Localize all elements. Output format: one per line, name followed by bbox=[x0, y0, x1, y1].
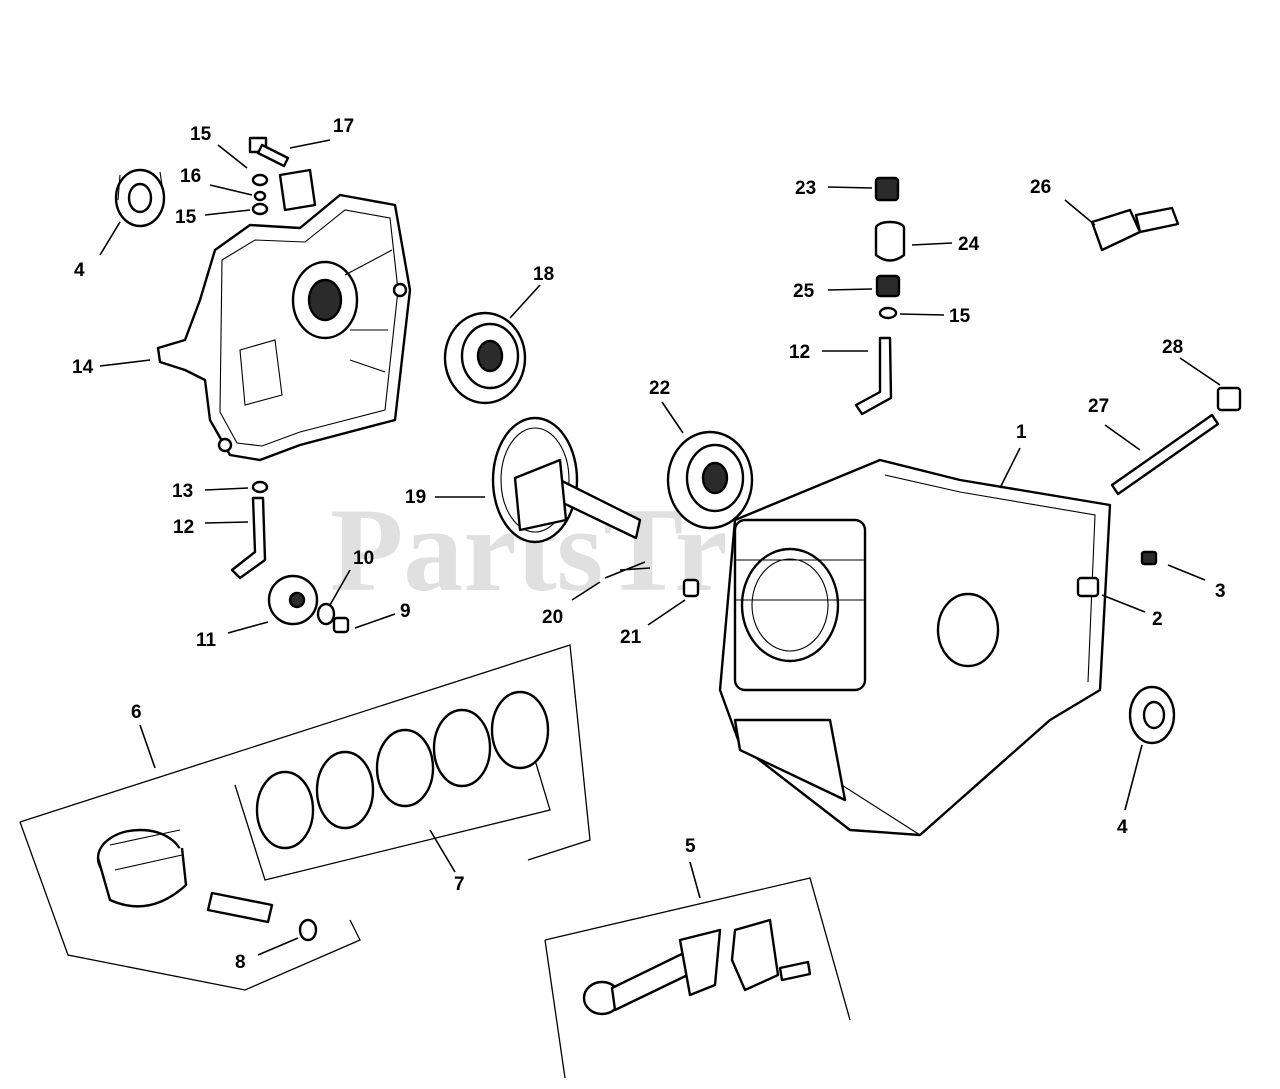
part-18-ball-bearing[interactable] bbox=[443, 311, 527, 405]
callout-12-left: 12 bbox=[173, 517, 194, 538]
part-16-o-ring[interactable] bbox=[253, 190, 267, 202]
callout-23: 23 bbox=[795, 178, 816, 199]
part-20-spring[interactable] bbox=[604, 561, 651, 579]
part-15-washer-upper[interactable] bbox=[251, 173, 269, 187]
callout-4-left: 4 bbox=[74, 260, 85, 281]
callout-11: 11 bbox=[196, 630, 217, 651]
part-8-clip[interactable] bbox=[298, 918, 318, 942]
part-12-governor-shaft-right[interactable] bbox=[854, 336, 893, 416]
callout-5: 5 bbox=[685, 836, 696, 857]
callout-27: 27 bbox=[1088, 396, 1109, 417]
part-23-bushing[interactable] bbox=[874, 176, 900, 202]
leader-lines bbox=[99, 139, 1221, 956]
part-12-governor-shaft-left[interactable] bbox=[230, 496, 267, 580]
callout-10: 10 bbox=[353, 548, 374, 569]
connecting-rod-group bbox=[544, 877, 851, 1079]
callout-7: 7 bbox=[454, 874, 465, 895]
part-15-washer-lower[interactable] bbox=[251, 202, 269, 216]
callout-15-top: 15 bbox=[190, 124, 212, 145]
callout-13: 13 bbox=[172, 481, 193, 502]
part-4-oil-seal-left[interactable] bbox=[114, 168, 166, 228]
part-11-governor-gear[interactable] bbox=[267, 574, 319, 626]
part-6-wrist-pin[interactable] bbox=[206, 891, 274, 924]
part-28-nut[interactable] bbox=[1216, 386, 1242, 412]
part-3-nut[interactable] bbox=[1140, 550, 1158, 566]
callout-28: 28 bbox=[1162, 337, 1183, 358]
callout-labels: 4 15 17 16 15 14 18 13 12 19 10 9 11 20 … bbox=[72, 116, 1226, 973]
callout-15-mid: 15 bbox=[175, 207, 197, 228]
callout-3: 3 bbox=[1215, 581, 1226, 602]
part-26-breather-fitting[interactable] bbox=[1090, 206, 1180, 252]
part-5-rod-cap[interactable] bbox=[730, 918, 780, 992]
callout-1: 1 bbox=[1016, 422, 1027, 443]
part-25-bushing[interactable] bbox=[875, 274, 901, 298]
callout-6: 6 bbox=[131, 702, 142, 723]
callout-20: 20 bbox=[542, 607, 563, 628]
part-27-stud[interactable] bbox=[1110, 413, 1220, 496]
callout-24: 24 bbox=[958, 234, 980, 255]
callout-19: 19 bbox=[405, 487, 426, 508]
callout-4-right: 4 bbox=[1117, 817, 1128, 838]
callout-22: 22 bbox=[649, 378, 670, 399]
part-1-crankcase[interactable] bbox=[718, 458, 1112, 837]
part-4-oil-seal-right[interactable] bbox=[1128, 685, 1176, 745]
callout-14: 14 bbox=[72, 357, 94, 378]
part-24-sleeve[interactable] bbox=[874, 220, 906, 262]
part-22-ball-bearing[interactable] bbox=[666, 430, 754, 530]
callout-8: 8 bbox=[235, 952, 246, 973]
callout-9: 9 bbox=[400, 601, 411, 622]
part-2-plug[interactable] bbox=[1076, 576, 1100, 598]
callout-15-right: 15 bbox=[949, 306, 971, 327]
piston-assembly-group bbox=[19, 644, 591, 991]
part-7-piston-rings[interactable] bbox=[255, 690, 550, 850]
callout-12-right: 12 bbox=[789, 342, 810, 363]
part-10-washer[interactable] bbox=[316, 602, 336, 626]
callout-21: 21 bbox=[620, 627, 642, 648]
part-9-pin[interactable] bbox=[332, 616, 350, 634]
part-17-bolt[interactable] bbox=[248, 136, 290, 168]
part-5-rod-bolt[interactable] bbox=[778, 960, 812, 982]
part-6-piston[interactable] bbox=[96, 828, 188, 908]
part-5-connecting-rod[interactable] bbox=[582, 928, 722, 1016]
callout-18: 18 bbox=[533, 264, 554, 285]
part-13-clip[interactable] bbox=[251, 480, 269, 494]
callout-16: 16 bbox=[180, 166, 201, 187]
callout-2: 2 bbox=[1152, 609, 1163, 630]
part-15-washer-right[interactable] bbox=[878, 306, 898, 320]
part-19-camshaft[interactable] bbox=[491, 416, 642, 544]
part-14-gear-cover[interactable] bbox=[156, 168, 412, 462]
part-21-dowel-pin[interactable] bbox=[682, 578, 700, 598]
callout-26: 26 bbox=[1030, 177, 1051, 198]
callout-25: 25 bbox=[793, 281, 815, 302]
callout-17: 17 bbox=[333, 116, 354, 137]
